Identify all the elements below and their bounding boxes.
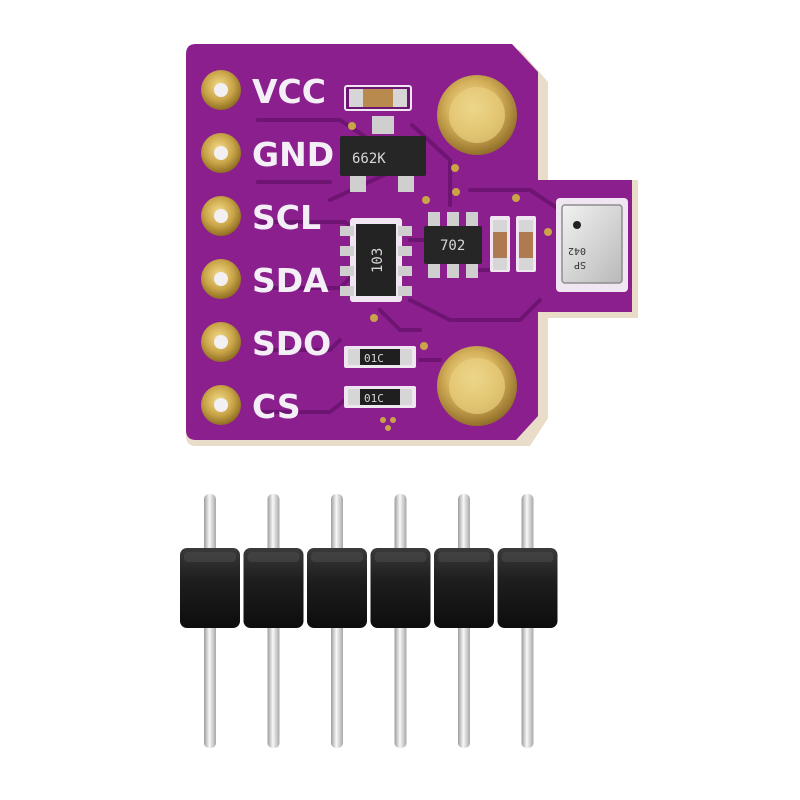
board-top: [186, 44, 632, 440]
label-cs: CS: [252, 387, 301, 426]
header-pads: [201, 70, 241, 425]
header-pin: [434, 494, 494, 748]
pcb-vias: [348, 122, 552, 431]
resistor-array-chip: 103: [340, 218, 412, 302]
regulator-chip: 662K: [340, 116, 426, 192]
label-gnd: GND: [252, 135, 334, 174]
sensor-board: VCC GND SCL SDA SDO CS 662K: [186, 44, 638, 446]
sensor-marking-bottom: SP: [574, 259, 586, 270]
pin-header: [180, 494, 558, 748]
resistor-2: 01C: [344, 386, 416, 408]
label-scl: SCL: [252, 198, 321, 237]
resistor-1-marking: 01C: [364, 352, 384, 365]
capacitor-pair: [490, 216, 536, 272]
label-vcc: VCC: [252, 72, 326, 111]
label-sda: SDA: [252, 261, 329, 300]
sensor-marking-top: 042: [568, 245, 586, 256]
header-pin: [307, 494, 367, 748]
regulator-marking: 662K: [352, 151, 386, 167]
mosfet-marking: 702: [440, 238, 465, 254]
header-pin: [370, 494, 431, 748]
header-pin: [497, 494, 558, 748]
mounting-holes: [437, 75, 517, 426]
capacitor-top: [344, 85, 412, 111]
pin-labels: VCC GND SCL SDA SDO CS: [252, 72, 334, 426]
header-pin: [180, 494, 240, 748]
resistor-1: 01C: [344, 346, 416, 368]
environment-sensor-chip: 042 SP: [556, 198, 628, 292]
resistor-array-marking: 103: [370, 248, 386, 273]
header-pin: [243, 494, 304, 748]
mosfet-chip: 702: [424, 212, 482, 278]
label-sdo: SDO: [252, 324, 331, 363]
resistor-2-marking: 01C: [364, 392, 384, 405]
